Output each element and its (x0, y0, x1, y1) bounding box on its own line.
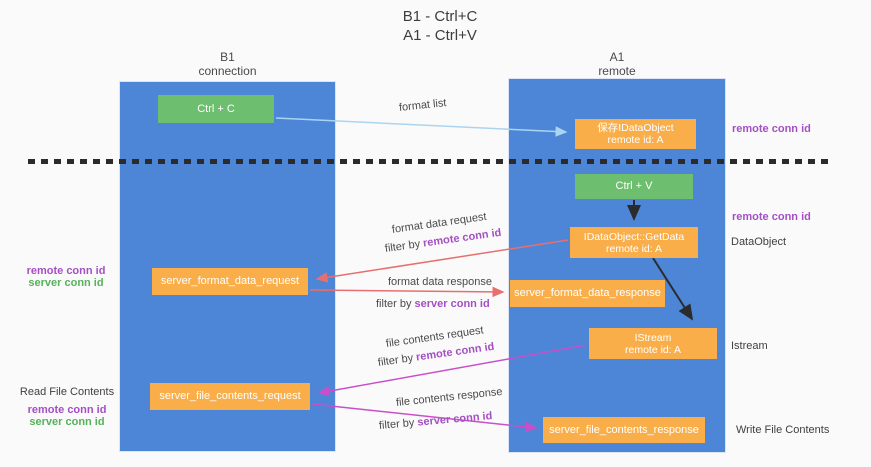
column-a1-name: A1 (609, 50, 625, 64)
server-format-data-response-label: server_format_data_response (514, 287, 661, 299)
istream-line2: remote id: A (624, 343, 682, 356)
ctrl-v-label: Ctrl + V (615, 180, 653, 192)
dataobject-label: DataObject (731, 236, 787, 248)
filter-by-text-3: filter by (377, 351, 417, 369)
format-data-response-filter-label: filter by server conn id (376, 298, 490, 310)
filter-by-text-4: filter by (378, 416, 418, 432)
node-ctrl-v: Ctrl + V (575, 174, 693, 199)
write-file-contents-label: Write File Contents (736, 424, 830, 436)
file-contents-response-edge-label: file contents response (395, 385, 504, 409)
server-conn-id-text-2: server conn id (414, 298, 490, 310)
ctrl-c-label: Ctrl + C (197, 102, 235, 115)
node-idataobject-getdata: IDataObject::GetData remote id: A (570, 227, 698, 258)
column-header-a1: A1 remote (508, 50, 726, 78)
getdata-line2: remote id: A (605, 242, 663, 255)
server-conn-id-text-4: server conn id (416, 410, 493, 429)
server-file-contents-request-label: server_file_contents_request (159, 390, 301, 402)
istream-side-label: Istream (731, 340, 768, 352)
format-data-response-edge-label: format data response (388, 276, 492, 288)
node-server-format-data-response: server_format_data_response (510, 280, 665, 307)
node-server-file-contents-response: server_file_contents_response (543, 417, 705, 443)
read-file-contents-block: Read File Contents remote conn id server… (17, 386, 117, 428)
server-format-data-request-label: server_format_data_request (160, 275, 300, 287)
diagram-title: B1 - Ctrl+C A1 - Ctrl+V (0, 7, 871, 45)
column-a1-subtitle: remote (598, 64, 636, 78)
left-server-conn-id-label: server conn id (28, 277, 104, 289)
left-remote-conn-id-label: remote conn id (26, 265, 106, 277)
left-server-conn-id-label-2: server conn id (29, 416, 105, 428)
title-line-2: A1 - Ctrl+V (403, 27, 477, 44)
column-header-b1: B1 connection (119, 50, 336, 78)
filter-by-text-2: filter by (376, 298, 415, 310)
node-istream: IStream remote id: A (589, 328, 717, 359)
istream-line1: IStream (634, 331, 672, 344)
save-idataobject-line1: 保存IDataObject (597, 122, 674, 134)
save-idataobject-line2: remote id: A (607, 134, 664, 146)
right-remote-conn-id-label-1: remote conn id (732, 123, 811, 135)
format-data-response-arrow (309, 286, 505, 298)
node-server-format-data-request: server_format_data_request (152, 268, 308, 295)
node-ctrl-c: Ctrl + C (158, 95, 274, 123)
node-save-idataobject: 保存IDataObject remote id: A (575, 119, 696, 149)
node-server-file-contents-request: server_file_contents_request (150, 383, 310, 410)
copy-paste-divider-dashed-line (28, 159, 832, 164)
left-conn-id-labels: remote conn id server conn id (20, 265, 112, 289)
getdata-line1: IDataObject::GetData (583, 230, 685, 243)
title-line-1: B1 - Ctrl+C (402, 8, 478, 25)
server-file-contents-response-label: server_file_contents_response (549, 423, 699, 436)
file-contents-response-filter-label: filter by server conn id (378, 410, 492, 432)
format-list-edge-label: format list (398, 97, 448, 114)
column-b1-subtitle: connection (198, 64, 257, 78)
left-remote-conn-id-label-2: remote conn id (27, 404, 107, 416)
read-file-contents-label: Read File Contents (19, 386, 115, 398)
column-b1-name: B1 (220, 50, 235, 64)
right-remote-conn-id-label-2: remote conn id (732, 211, 811, 223)
remote-conn-id-text-1: remote conn id (422, 226, 503, 250)
filter-by-text-1: filter by (384, 237, 424, 255)
